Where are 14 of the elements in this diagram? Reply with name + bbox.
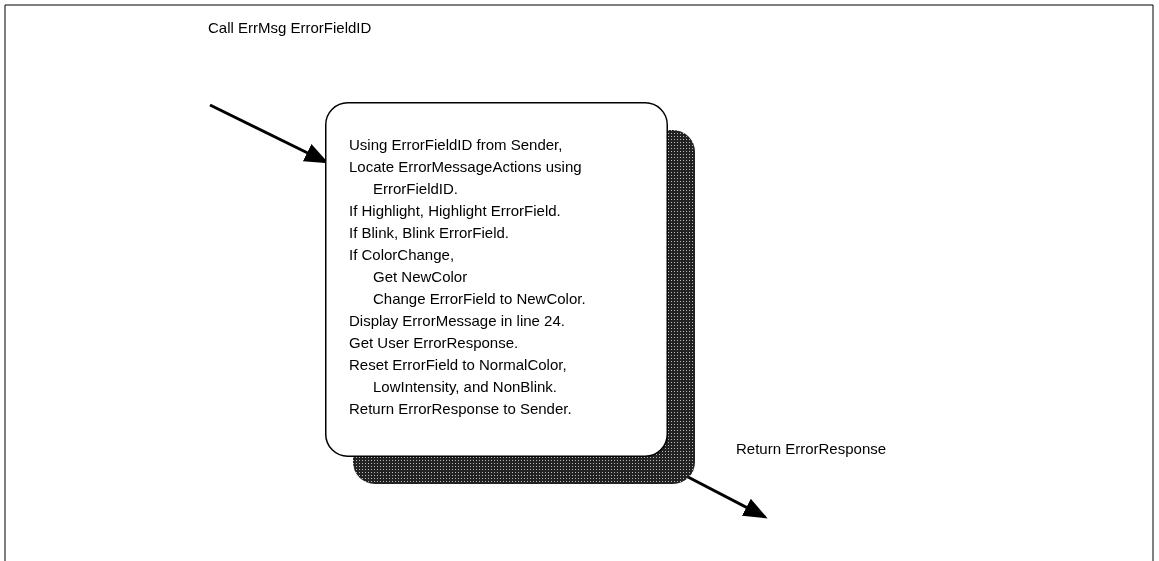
step-text: Return ErrorResponse to Sender.: [349, 399, 573, 419]
step-text: If Highlight, Highlight ErrorField.: [349, 201, 562, 221]
step-text: Display ErrorMessage in line 24.: [349, 311, 566, 331]
flow-label: Return ErrorResponse: [736, 440, 887, 457]
flow-label: Call ErrMsg ErrorFieldID: [208, 19, 372, 36]
step-text: Using ErrorFieldID from Sender,: [349, 135, 564, 155]
step-text: Change ErrorField to NewColor.: [372, 289, 587, 309]
step-text: If Blink, Blink ErrorField.: [349, 223, 511, 243]
step-text: Reset ErrorField to NormalColor, LowIntensity, and NonBlink.: [349, 355, 568, 397]
step-text: Locate ErrorMessageActions using ErrorFieldID.: [349, 157, 583, 199]
step-text: Get User ErrorResponse.: [349, 333, 520, 353]
step-text: If ColorChange,: [349, 245, 456, 265]
step-text: Get NewColor: [372, 267, 469, 287]
arrow: [687, 475, 768, 519]
